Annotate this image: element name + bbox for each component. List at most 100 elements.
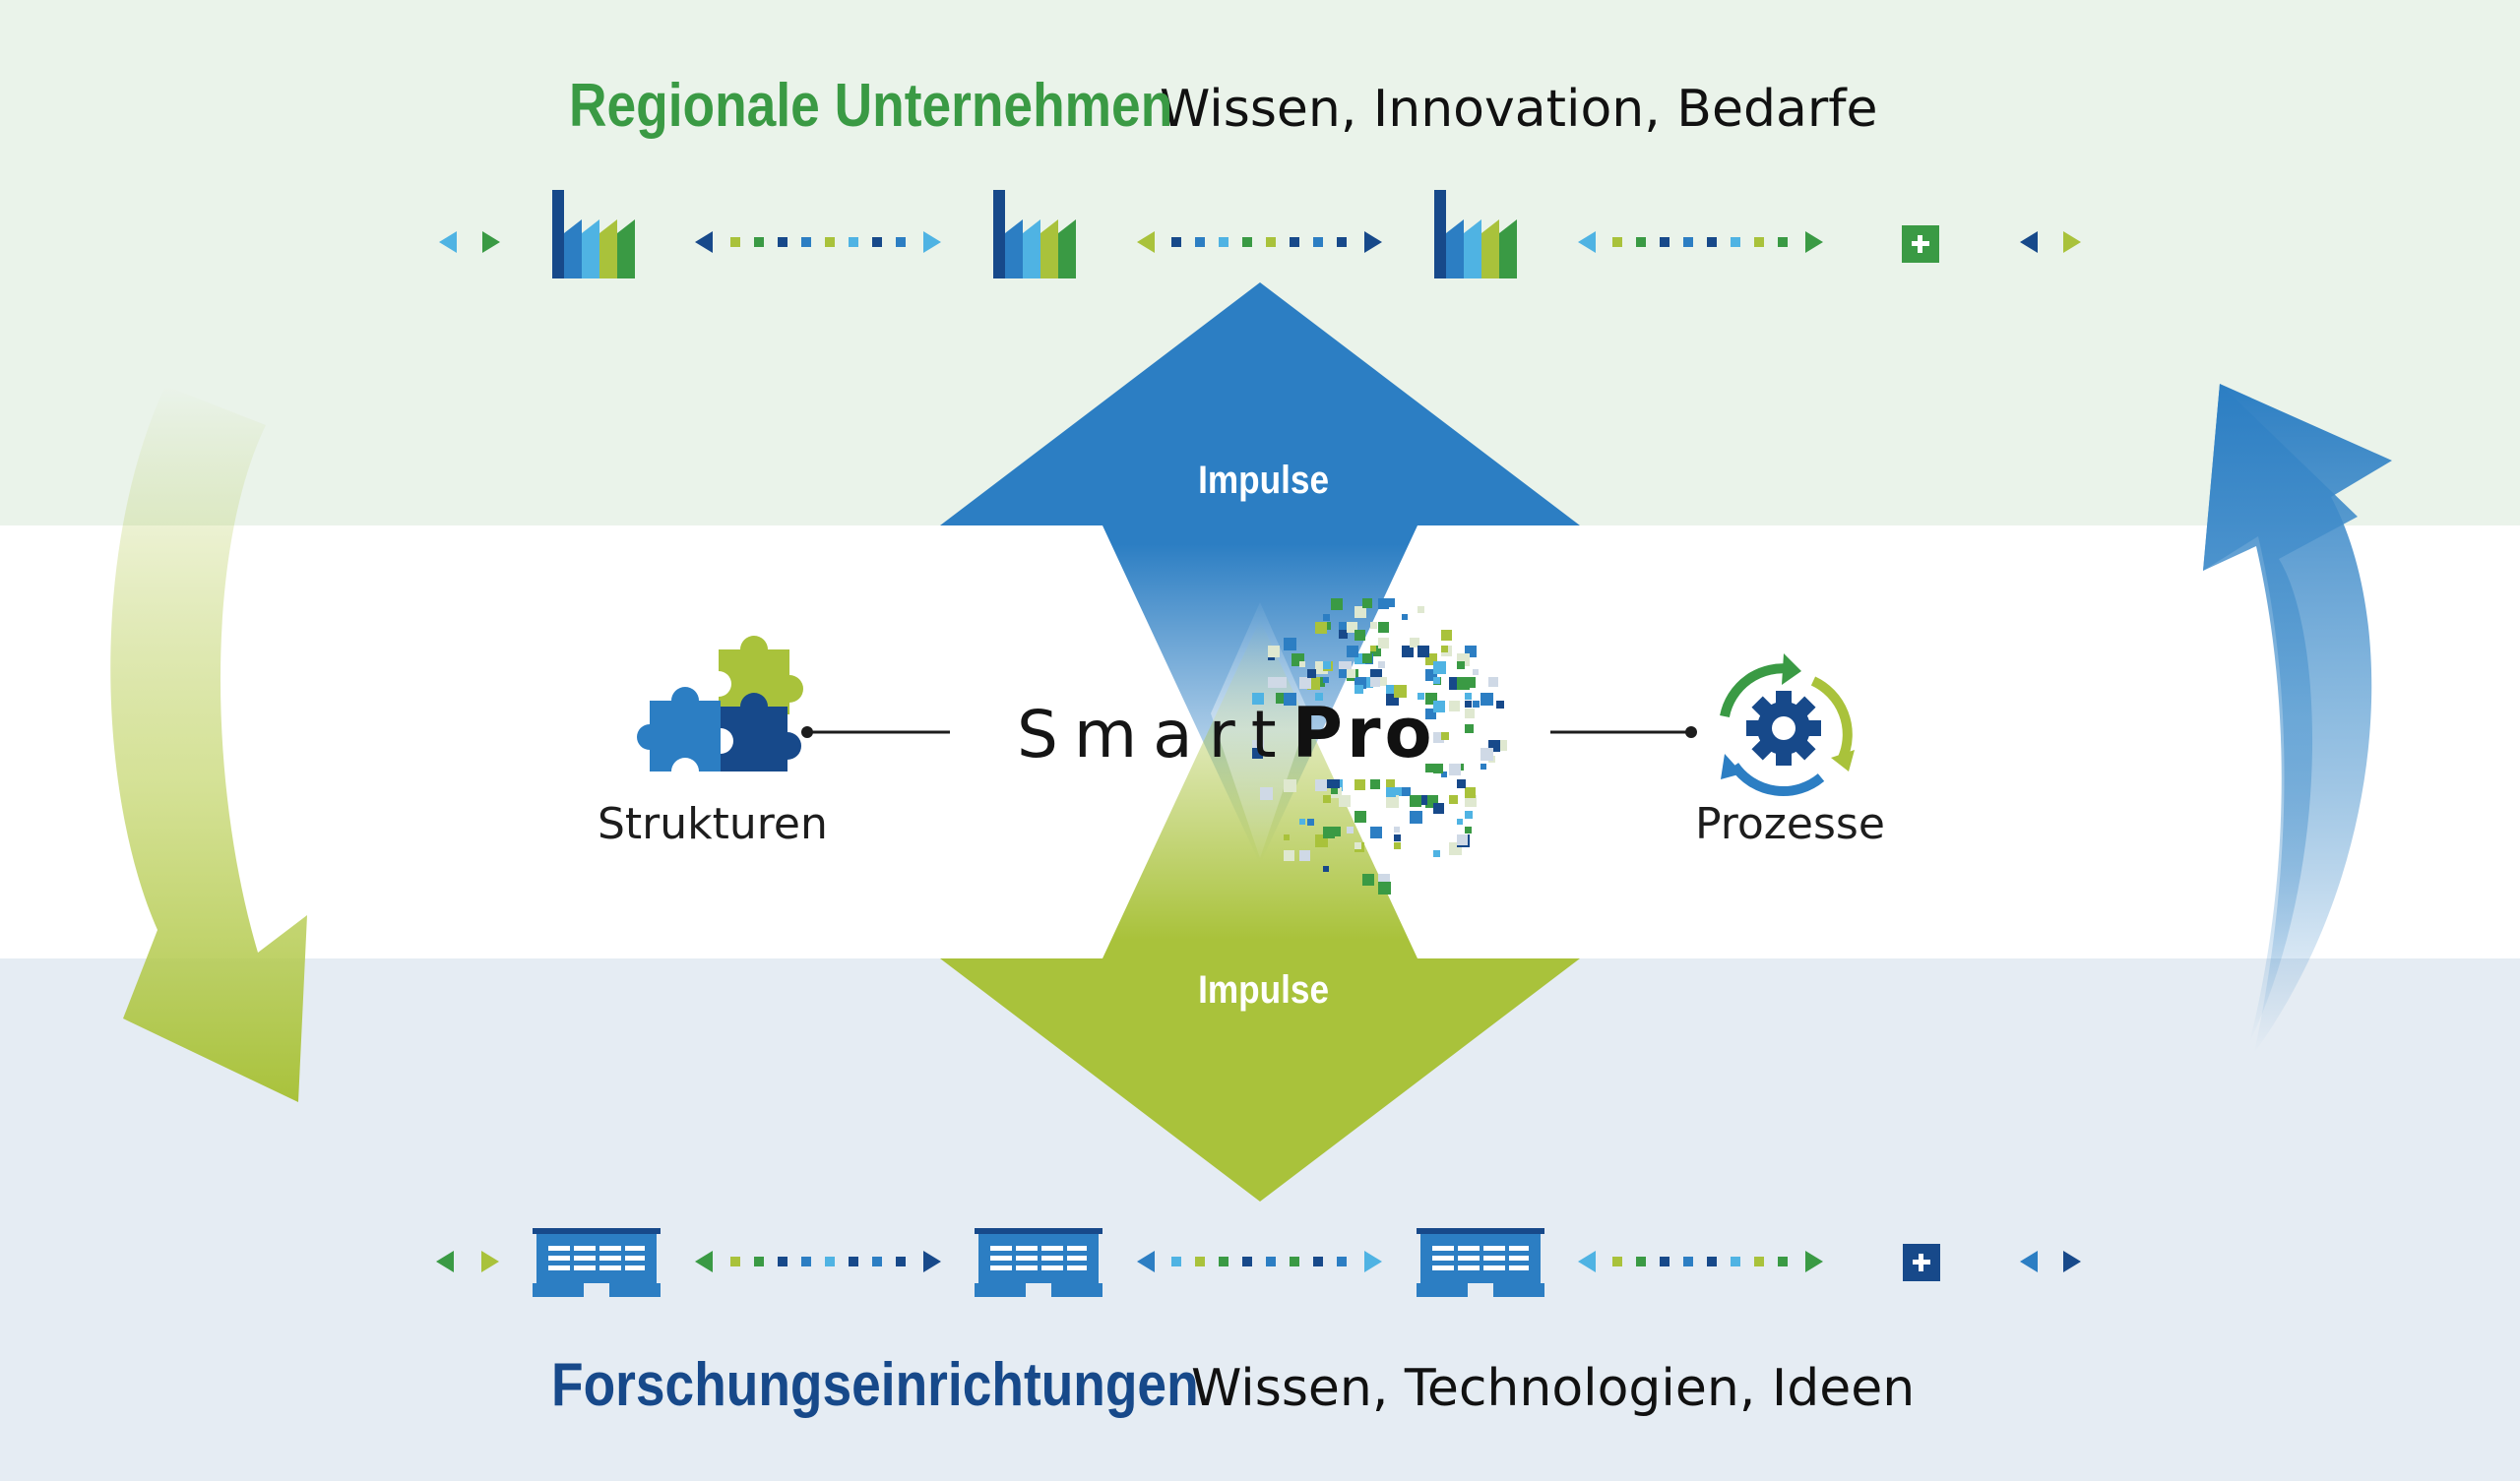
pixel (1488, 677, 1498, 687)
pixel (1433, 764, 1443, 773)
pixel (1339, 669, 1348, 678)
pixel (1354, 630, 1365, 641)
pixel (1370, 827, 1382, 838)
pixel (1480, 764, 1486, 770)
pixel (1402, 646, 1414, 657)
pixel (1465, 709, 1475, 718)
pixel (1441, 646, 1448, 652)
pixel (1402, 787, 1411, 796)
logo-pro: Pro (1292, 693, 1436, 773)
pixel (1386, 779, 1395, 788)
pixel (1315, 622, 1327, 634)
pixel (1465, 787, 1476, 798)
prozesse-label: Prozesse (1695, 799, 1885, 849)
pixel (1394, 787, 1403, 796)
pixel (1354, 606, 1366, 618)
pixel (1323, 614, 1330, 621)
building-icon (975, 1228, 1102, 1297)
pixel (1465, 724, 1474, 733)
top-section-subtitle: Wissen, Innovation, Bedarfe (1160, 80, 1878, 139)
pixel (1433, 661, 1446, 674)
bottom-network-row (436, 1228, 2081, 1297)
pixel (1480, 748, 1493, 761)
plus-icon (1902, 225, 1939, 263)
pixel (1284, 693, 1296, 706)
pixel (1441, 771, 1447, 777)
pixel (1457, 834, 1468, 845)
pixel (1362, 598, 1372, 608)
pixel (1354, 811, 1366, 823)
pixel (1457, 677, 1470, 690)
pixel (1284, 779, 1296, 792)
pixel (1465, 811, 1473, 819)
pixel (1339, 795, 1351, 807)
pixel (1465, 693, 1472, 700)
pixel (1339, 630, 1348, 639)
pixel (1457, 779, 1466, 788)
pixel (1394, 685, 1407, 698)
pixel (1433, 677, 1440, 684)
pixel (1425, 709, 1436, 719)
top-section-title: Regionale Unternehmen (569, 72, 1173, 140)
pixel (1252, 693, 1264, 705)
pixel (1465, 701, 1472, 708)
right-cycle-arrow (2203, 384, 2392, 1053)
pixel (1307, 819, 1314, 826)
pixel (1496, 740, 1507, 751)
pixel (1465, 677, 1476, 688)
pixel (1449, 764, 1461, 775)
pixel (1402, 614, 1408, 620)
pixel (1323, 677, 1329, 683)
pixel (1370, 677, 1380, 687)
pixel (1378, 598, 1389, 609)
pixel (1299, 819, 1305, 825)
pixel (1315, 779, 1327, 791)
pixel (1252, 748, 1263, 759)
pixel (1284, 850, 1294, 861)
pixel (1354, 653, 1365, 664)
pixel (1315, 693, 1323, 701)
pixel (1354, 842, 1361, 849)
pixel (1425, 764, 1434, 772)
pixel (1394, 827, 1400, 833)
pixel (1331, 598, 1343, 610)
pixel (1394, 842, 1401, 849)
pixel (1299, 850, 1310, 861)
building-icon (1417, 1228, 1544, 1297)
pixel (1347, 669, 1355, 678)
pixel (1473, 701, 1480, 708)
pixel (1378, 677, 1387, 686)
pixel-cloud (1252, 598, 1507, 895)
pixel (1465, 827, 1472, 833)
pixel (1370, 779, 1380, 789)
pixel (1347, 827, 1354, 833)
pixel (1457, 661, 1465, 669)
pixel (1418, 693, 1424, 700)
pixel (1362, 677, 1373, 688)
factory-icon (552, 190, 635, 278)
strukturen-label: Strukturen (598, 799, 828, 849)
pixel (1323, 795, 1331, 803)
pixel (1410, 638, 1419, 648)
top-network-row (439, 190, 2081, 278)
building-icon (533, 1228, 661, 1297)
factory-icon (1434, 190, 1517, 278)
bottom-section-title: Forschungseinrichtungen (551, 1351, 1199, 1419)
pixel (1323, 779, 1332, 788)
pixel (1339, 622, 1347, 630)
pixel (1386, 795, 1399, 808)
pixel (1299, 661, 1305, 667)
pixel (1260, 787, 1273, 800)
pixel (1386, 598, 1395, 607)
pixel (1362, 653, 1372, 663)
pixel (1496, 701, 1504, 709)
bottom-section-subtitle: Wissen, Technologien, Ideen (1191, 1359, 1916, 1418)
pixel (1378, 661, 1385, 668)
impulse-down-label: Impulse (1198, 968, 1330, 1012)
puzzle-icon (637, 636, 803, 771)
pixel (1418, 646, 1429, 657)
pixel (1323, 661, 1331, 669)
pixel (1418, 606, 1424, 613)
bottom-heading: Forschungseinrichtungen Wissen, Technolo… (551, 1350, 1915, 1420)
pixel (1410, 811, 1422, 824)
